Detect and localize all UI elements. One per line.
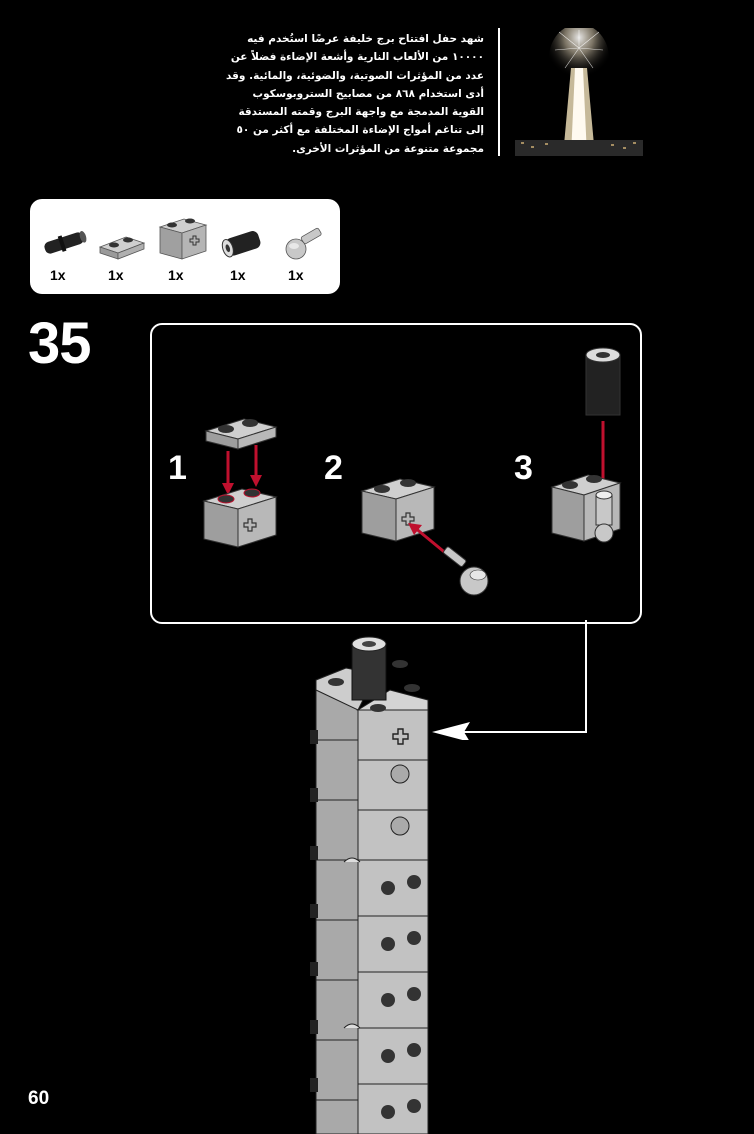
plate-1x2-icon xyxy=(98,236,146,260)
axle-ball-icon xyxy=(285,227,322,260)
part-technic-brick: 1x xyxy=(156,209,208,287)
substep-label-3: 3 xyxy=(514,449,533,487)
part-quantity: 1x xyxy=(168,267,184,283)
substep-2-illustration xyxy=(360,478,489,596)
substep-3-illustration xyxy=(550,347,622,543)
part-axle-ball: 1x xyxy=(276,209,328,287)
substep-label-1: 1 xyxy=(168,449,187,487)
part-quantity: 1x xyxy=(50,267,66,283)
substep-1-illustration xyxy=(202,418,278,548)
part-quantity: 1x xyxy=(230,267,246,283)
info-text: شهد حفل افتتاح برج خليفة عرضًا استُخدم ف… xyxy=(225,33,484,155)
substep-label-2: 2 xyxy=(324,449,343,487)
sub-assembly-panel: 1 2 3 xyxy=(150,323,642,624)
part-technic-pin: 1x xyxy=(38,209,90,287)
info-divider xyxy=(498,28,500,156)
fireworks-photo xyxy=(515,28,643,156)
part-quantity: 1x xyxy=(108,267,124,283)
tower-model xyxy=(310,636,429,1134)
part-plate: 1x xyxy=(96,209,148,287)
step-number: 35 xyxy=(28,311,92,376)
technic-pin-icon xyxy=(44,231,87,254)
part-technic-bush: 1x xyxy=(218,209,270,287)
page-number: 60 xyxy=(28,1088,50,1109)
part-quantity: 1x xyxy=(288,267,304,283)
technic-brick-1x2-axle-hole-icon xyxy=(158,218,208,260)
callout-arrow xyxy=(432,620,587,740)
parts-list-panel: 1x 1x 1x 1x xyxy=(30,199,340,294)
technic-bush-icon xyxy=(221,231,261,258)
